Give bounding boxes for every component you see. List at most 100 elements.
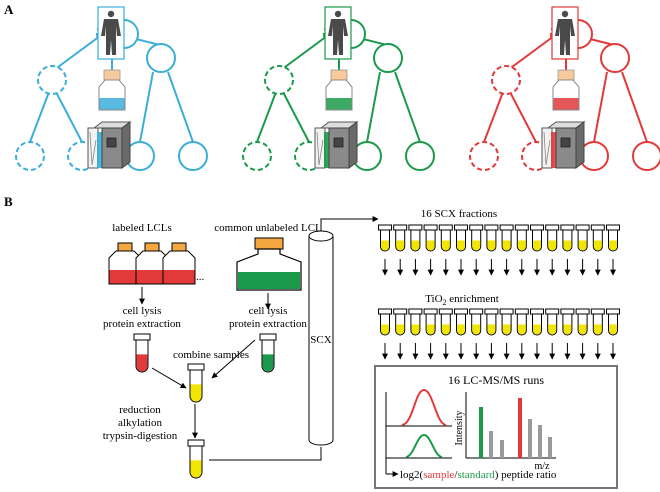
fraction-tube-15 xyxy=(590,224,605,252)
culture-flask-icon xyxy=(98,69,126,111)
fraction-tube-10 xyxy=(514,224,529,252)
pedigree-group xyxy=(15,6,660,171)
person-silhouette-icon xyxy=(555,10,575,55)
gray-peak-bar-2 xyxy=(500,440,504,458)
fraction-arrows-2 xyxy=(382,343,616,360)
tio2-fraction-tubes xyxy=(378,308,620,336)
red-sample-tube-icon xyxy=(133,333,151,373)
reduction-label: reduction xyxy=(119,404,161,416)
gray-peak-bar-4 xyxy=(538,425,542,458)
uncle-circle xyxy=(600,43,630,73)
child-circle-1 xyxy=(242,141,272,171)
scx-label: SCX xyxy=(310,334,331,346)
fraction-tube-9 xyxy=(499,308,514,336)
fraction-tube-6 xyxy=(454,224,468,252)
fraction-tube-12 xyxy=(545,308,560,336)
fraction-tube-2 xyxy=(393,308,408,336)
pedigree-green xyxy=(242,6,435,171)
fraction-tube-4 xyxy=(423,224,438,252)
grandparent-circle xyxy=(491,65,521,95)
fraction-tube-13 xyxy=(560,308,575,336)
digested-sample-tube-icon xyxy=(187,439,205,479)
fraction-tube-5 xyxy=(438,308,453,336)
spectrum-bars xyxy=(479,398,552,458)
fraction-tube-3 xyxy=(408,224,423,252)
gray-peak-bar-3 xyxy=(528,419,532,458)
grandparent-circle xyxy=(37,65,67,95)
fraction-tube-1 xyxy=(378,224,392,252)
child-circle-1 xyxy=(15,141,45,171)
culture-flask-icon xyxy=(552,69,580,111)
ellipsis-label: ... xyxy=(196,271,205,283)
common-unlabeled-label: common unlabeled LCL xyxy=(214,222,322,234)
fraction-tube-5 xyxy=(438,224,453,252)
fraction-tube-7 xyxy=(469,224,484,252)
scx-fractions-label: 16 SCX fractions xyxy=(421,208,497,220)
fraction-tube-14 xyxy=(575,224,590,252)
pedigree-blue xyxy=(15,6,208,171)
labeled-flask-1 xyxy=(108,242,142,285)
mass-spectrometer-icon xyxy=(541,121,586,169)
child-circle-4 xyxy=(178,141,208,171)
scx-column-icon xyxy=(308,230,334,446)
mass-spectrometer-icon xyxy=(87,121,132,169)
panel-label-b: B xyxy=(4,194,13,209)
fraction-tube-11 xyxy=(530,308,544,336)
arrow-green-combine xyxy=(211,339,256,379)
fraction-tube-6 xyxy=(454,308,468,336)
labeled-lcls-section: labeled LCLs ... xyxy=(108,222,205,285)
green-sample-tube-icon xyxy=(259,333,277,373)
pedigree-red xyxy=(469,6,660,171)
fraction-tube-2 xyxy=(393,224,408,252)
labeled-flask-2 xyxy=(135,242,169,285)
labeled-flask-3 xyxy=(162,242,196,285)
cell-lysis-label-right: cell lysis xyxy=(249,305,288,317)
chromatogram-plot xyxy=(385,388,452,477)
fraction-tube-12 xyxy=(545,224,560,252)
common-flask-icon xyxy=(236,237,302,291)
child-circle-4 xyxy=(405,141,435,171)
fraction-tube-16 xyxy=(606,224,620,252)
trypsin-label: trypsin-digestion xyxy=(103,430,178,442)
protein-extraction-label-right: protein extraction xyxy=(229,318,307,330)
uncle-circle xyxy=(373,43,403,73)
sample-peak-curve xyxy=(401,388,447,426)
sample-peak-bar xyxy=(518,398,522,458)
fraction-tube-16 xyxy=(606,308,620,336)
common-lcl-section: common unlabeled LCL xyxy=(214,222,322,291)
protein-extraction-label-left: protein extraction xyxy=(103,318,181,330)
fraction-tube-13 xyxy=(560,224,575,252)
fraction-tube-7 xyxy=(469,308,484,336)
combined-sample-tube-icon xyxy=(187,363,205,403)
arrow-to-fractions xyxy=(320,216,379,231)
gray-peak-bar-1 xyxy=(489,431,493,458)
mass-spectrometer-icon xyxy=(314,121,359,169)
lcms-title: 16 LC-MS/MS runs xyxy=(448,373,544,387)
tio2-label: TiO2 enrichment xyxy=(425,293,499,307)
fraction-tube-1 xyxy=(378,308,392,336)
fraction-tube-9 xyxy=(499,224,514,252)
fraction-tube-11 xyxy=(530,224,544,252)
mz-label: m/z xyxy=(535,461,551,472)
fraction-tube-15 xyxy=(590,308,605,336)
arrow-red-combine xyxy=(151,367,187,389)
panel-label-a: A xyxy=(4,2,14,17)
fraction-tube-14 xyxy=(575,308,590,336)
fraction-tube-8 xyxy=(484,308,499,336)
standard-peak-bar xyxy=(479,407,483,458)
intensity-label: Intensity xyxy=(454,411,465,446)
labeled-flasks xyxy=(108,242,196,285)
fraction-tube-10 xyxy=(514,308,529,336)
cell-lysis-label-left: cell lysis xyxy=(123,305,162,317)
labeled-lcls-label: labeled LCLs xyxy=(112,222,172,234)
fraction-tube-3 xyxy=(408,308,423,336)
fraction-tube-4 xyxy=(423,308,438,336)
lcms-box xyxy=(374,365,618,489)
connector-to-scx xyxy=(209,447,322,461)
person-silhouette-icon xyxy=(328,10,348,55)
gray-peak-bar-5 xyxy=(548,437,552,458)
uncle-circle xyxy=(146,43,176,73)
fraction-tube-8 xyxy=(484,224,499,252)
